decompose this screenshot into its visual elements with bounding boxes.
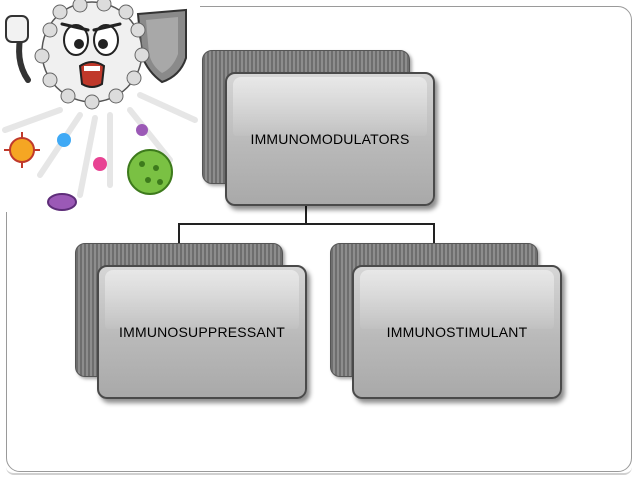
connector-vertical-right	[433, 223, 435, 243]
child-node-left: IMMUNOSUPPRESSANT	[97, 265, 307, 399]
root-node: IMMUNOMODULATORS	[225, 72, 435, 206]
child-node-right-label: IMMUNOSTIMULANT	[386, 324, 528, 340]
child-node-right: IMMUNOSTIMULANT	[352, 265, 562, 399]
child-node-left-label: IMMUNOSUPPRESSANT	[119, 324, 285, 340]
green-virus-icon	[127, 149, 173, 195]
orange-virus-icon	[4, 132, 40, 168]
root-node-label: IMMUNOMODULATORS	[250, 131, 410, 147]
white-blood-cell-fighting-viruses-icon	[0, 0, 200, 212]
connector-vertical-root	[305, 204, 307, 224]
connector-vertical-left	[178, 223, 180, 243]
connector-horizontal	[178, 223, 434, 225]
